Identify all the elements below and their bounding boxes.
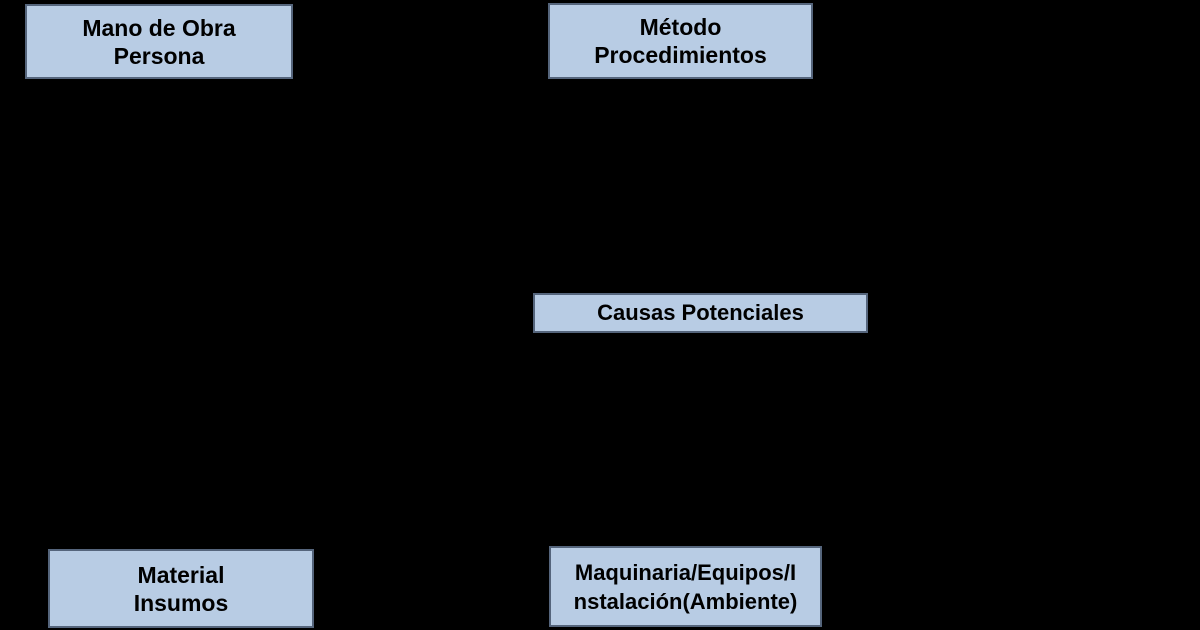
category-box-mano-de-obra: Mano de Obra Persona xyxy=(25,4,293,79)
center-box-label: Causas Potenciales xyxy=(597,300,804,325)
category-label-line: nstalación(Ambiente) xyxy=(573,588,798,614)
category-box-material: Material Insumos xyxy=(48,549,314,628)
category-label-line: Maquinaria/Equipos/I xyxy=(574,559,797,585)
category-label-line: Procedimientos xyxy=(594,42,767,68)
center-box-causas-potenciales: Causas Potenciales xyxy=(533,293,868,333)
category-label-line: Insumos xyxy=(133,589,229,616)
category-label-line: Mano de Obra xyxy=(82,14,236,41)
category-label-line: Persona xyxy=(113,42,205,69)
category-label-line: Método xyxy=(639,14,722,40)
category-box-maquinaria: Maquinaria/Equipos/I nstalación(Ambiente… xyxy=(549,546,822,627)
category-label-line: Material xyxy=(137,561,225,588)
category-box-metodo: Método Procedimientos xyxy=(548,3,813,79)
